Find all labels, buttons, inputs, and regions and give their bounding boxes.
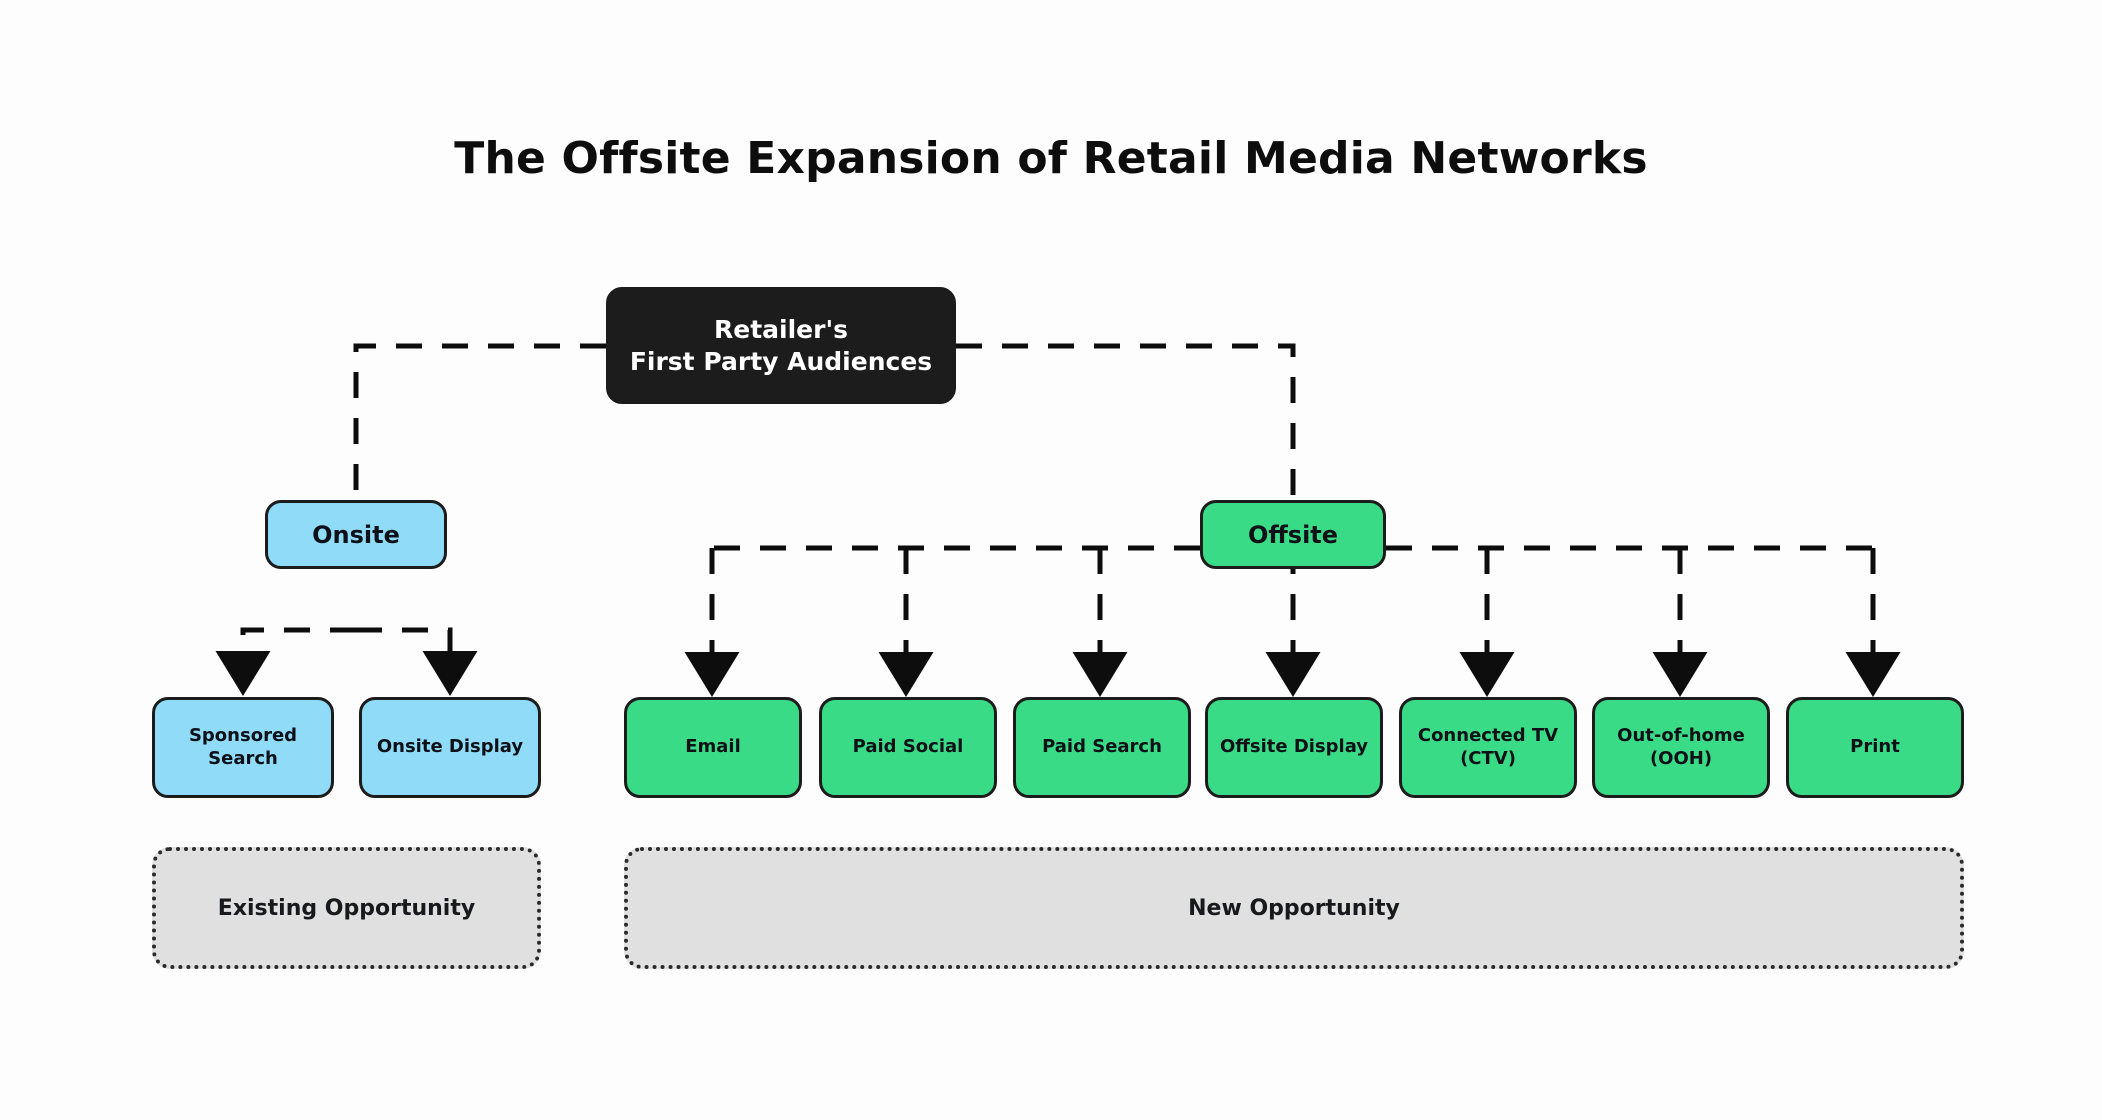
node-paid-social[interactable]: Paid Social: [819, 697, 997, 798]
node-onsite-display[interactable]: Onsite Display: [359, 697, 541, 798]
node-paid-search[interactable]: Paid Search: [1013, 697, 1191, 798]
node-root-line2: First Party Audiences: [629, 346, 933, 376]
edge-onsite-sponsored-search: [215, 627, 356, 696]
edge-root-offsite: [956, 343, 1296, 500]
node-connected-tv[interactable]: Connected TV (CTV): [1399, 697, 1577, 798]
node-offsite[interactable]: Offsite: [1200, 500, 1386, 569]
node-onsite[interactable]: Onsite: [265, 500, 447, 569]
node-out-of-home[interactable]: Out-of-home (OOH): [1592, 697, 1770, 798]
node-root-line1: Retailer's: [714, 315, 848, 345]
edge-root-onsite: [353, 343, 606, 500]
node-offsite-display[interactable]: Offsite Display: [1205, 697, 1383, 798]
page-title: The Offsite Expansion of Retail Media Ne…: [454, 133, 1648, 184]
node-print[interactable]: Print: [1786, 697, 1964, 798]
node-root[interactable]: Retailer's First Party Audiences: [606, 287, 956, 404]
edge-onsite-onsite-display: [356, 627, 478, 696]
legend-new-opportunity: New Opportunity: [624, 847, 1964, 969]
legend-existing-opportunity: Existing Opportunity: [152, 847, 541, 969]
node-sponsored-search[interactable]: Sponsored Search: [152, 697, 334, 798]
node-email[interactable]: Email: [624, 697, 802, 798]
